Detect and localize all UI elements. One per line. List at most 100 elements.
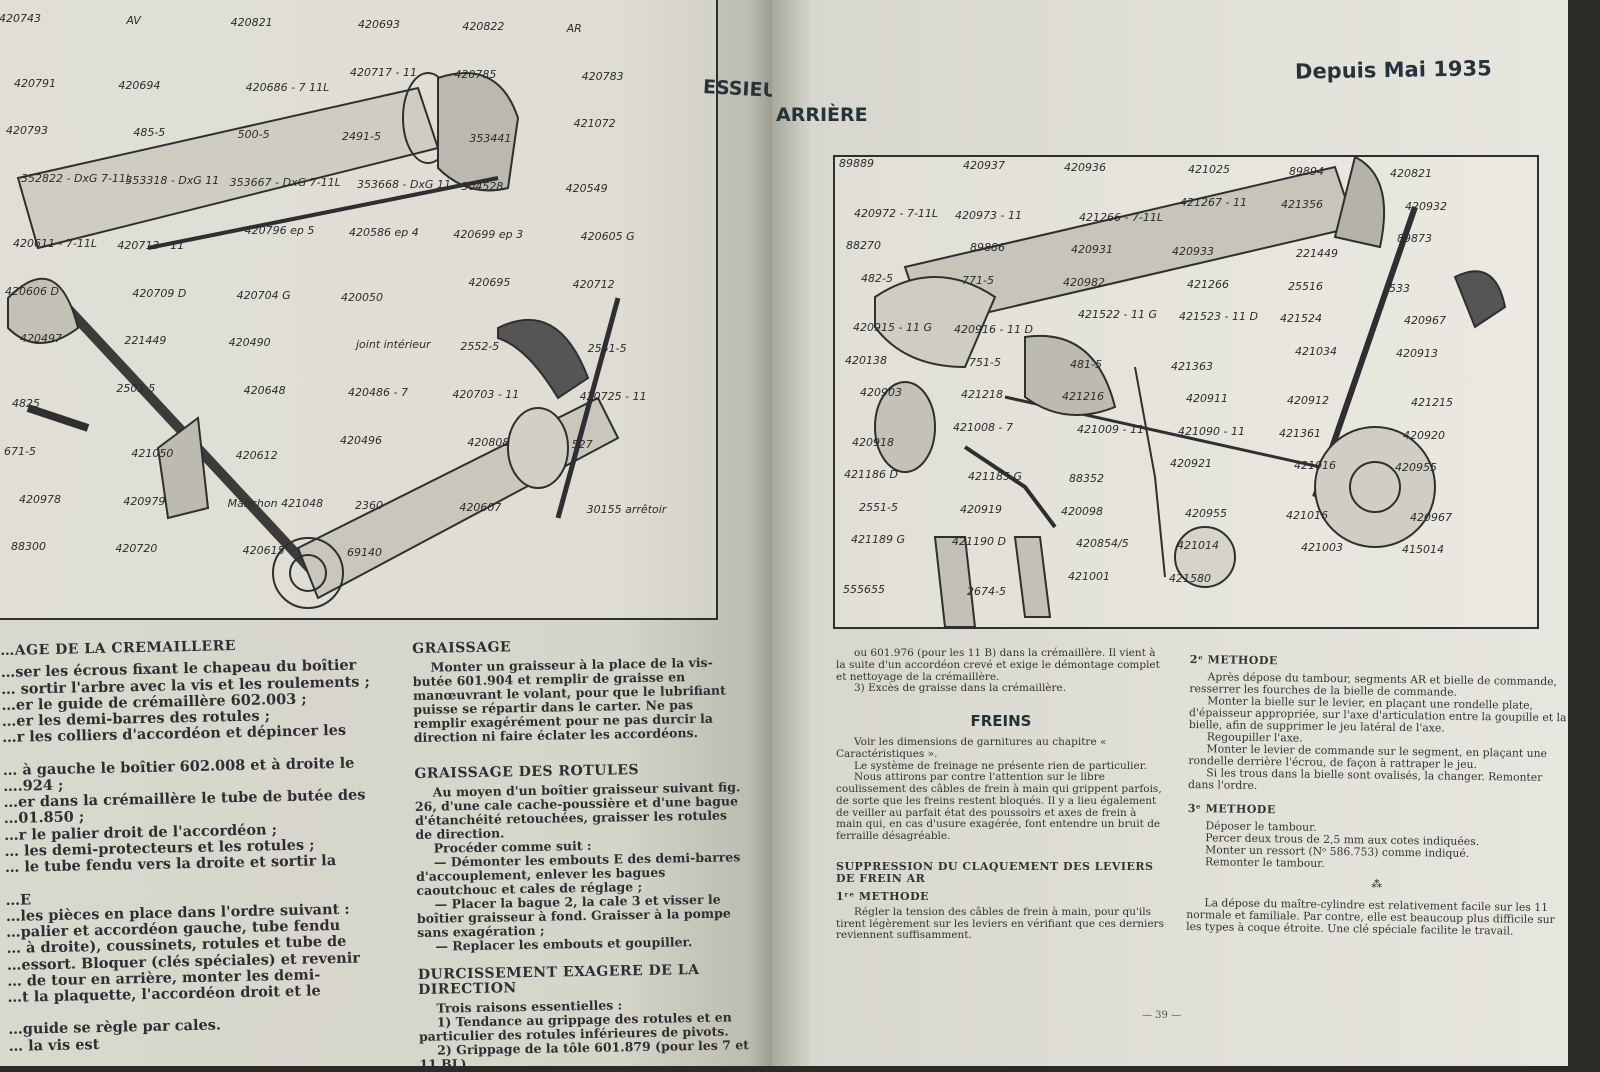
part-number-label: 500-5 [237,128,270,142]
part-number-label: 421189 G [851,533,906,546]
paragraph: Nous attirons par contre l'attention sur… [836,771,1162,842]
part-number-label: 420720 [115,542,158,556]
graissage-rotules-heading: GRAISSAGE DES ROTULES [414,762,640,782]
part-number-label: 527 [571,437,593,451]
part-number-label: 421267 - 11 [1180,195,1247,209]
paragraph: Si les trous dans la bielle sont ovalisé… [1187,766,1543,793]
part-number-label: 751-5 [969,355,1001,369]
paragraph: Régler la tension des câbles de frein à … [836,905,1164,942]
part-number-label: 221449 [124,334,167,348]
part-number-label: 420973 - 11 [955,208,1022,222]
part-number-label: 420783 [581,69,624,83]
part-number-label: 89873 [1397,232,1432,245]
part-number-label: 420955 [1185,506,1227,520]
front-axle-exploded-diagram [0,0,718,620]
durcissement-heading: DURCISSEMENT EXAGERE DE LA DIRECTION [417,962,700,998]
paragraph: — Placer la bague 2, la cale 3 et visser… [416,891,731,940]
part-number-label: 88300 [11,540,46,554]
part-number-label: 420931 [1071,243,1113,256]
cremaillere-column: …AGE DE LA CREMAILLERE …ser les écrous f… [0,628,381,1055]
part-number-label: 420605 G [580,229,635,243]
part-number-label: 420912 [1287,394,1329,407]
part-number-label: 420615 [242,544,285,558]
part-number-label: 482-5 [861,271,893,285]
paragraph: 2) Grippage de la tôle 601.879 (pour les… [419,1037,750,1072]
part-number-label: 88270 [846,239,881,252]
part-number-label: 420854/5 [1076,537,1129,550]
part-number-label: 421216 [1062,390,1104,403]
part-number-label: 421016 [1286,508,1328,522]
part-number-label: 420607 [459,500,502,514]
part-number-label: joint intérieur [356,338,431,352]
part-number-label: 485-5 [133,126,166,140]
part-number-label: 421001 [1068,569,1110,583]
part-number-label: 421034 [1295,344,1337,358]
part-number-label: 420612 [235,448,278,462]
right-page: ARRIÈRE Depuis Mai 1935 — 39 — [772,0,1568,1066]
methode-3-heading: 3ᵉ METHODE [1187,802,1276,817]
section-title-essieu: ESSIEU [702,76,779,102]
part-number-label: 415014 [1402,543,1444,556]
right-column-1: ou 601.976 (pour les 11 B) dans la créma… [836,647,1166,942]
part-number-label: 420138 [845,353,887,367]
part-number-label: 420709 D [132,286,187,300]
part-number-label: 420694 [118,78,161,92]
graissage-column: GRAISSAGE Monter un graisseur à la place… [412,630,750,1072]
part-number-label: 420686 - 7 11L [245,80,330,94]
part-number-label: 533 [1389,281,1410,295]
part-number-label: 420920 [1403,428,1445,442]
part-number-label: 69140 [347,546,382,560]
part-number-label: 421266 [1187,277,1229,291]
paragraph: La dépose du maître-cylindre est relativ… [1186,896,1555,938]
part-number-label: 353667 - DxG 7-11L [229,176,341,190]
right-column-2: 2ᵉ METHODE Après dépose du tambour, segm… [1186,648,1570,938]
part-number-label: 555655 [843,582,885,596]
part-number-label: 420725 - 11 [579,390,647,404]
part-number-label: 420821 [1390,167,1432,180]
part-number-label: 421356 [1281,197,1323,211]
page-number: — 39 — [1142,1010,1182,1021]
part-number-label: 420919 [960,502,1002,516]
rear-axle-drawing [874,157,1507,628]
paragraph: — Démonter les embouts E des demi-barres… [416,849,741,898]
front-axle-drawing [7,72,621,609]
part-number-label: 88352 [1069,472,1104,485]
part-number-label: 420693 [358,18,400,31]
part-number-label: 420785 [454,67,497,81]
part-number-label: 420717 - 11 [350,65,417,79]
part-number-label: 421016 [1294,459,1336,472]
part-number-label: 421072 [573,117,616,131]
part-number-label: 420936 [1064,161,1106,174]
part-number-label: 420822 [462,20,505,33]
part-number-label: 421003 [1301,541,1343,554]
part-number-label: 481-5 [1070,357,1102,371]
part-number-label: 420972 - 7-11L [854,206,939,220]
part-number-label: 353318 - DxG 11 [125,174,220,188]
part-number-label: 421186 D [844,468,898,481]
part-number-label: 421361 [1279,426,1321,440]
part-number-label: 421522 - 11 G [1078,308,1157,321]
graissage-text: Monter un graisseur à la place de la vis… [412,654,726,745]
paragraph: Voir les dimensions de garnitures au cha… [836,736,1107,760]
methode-2-heading: 2ᵉ METHODE [1189,652,1278,668]
part-number-label: 421266 - 7-11L [1079,210,1164,224]
part-number-label: 2551-5 [587,342,627,356]
cremaillere-text: …ser les écrous fixant le chapeau du boî… [1,657,381,1055]
part-number-label: 771-5 [962,273,994,287]
part-number-label: 420796 ep 5 [244,223,315,237]
part-number-label: 353668 - DxG 11 [357,178,451,192]
part-number-label: 420921 [1170,457,1212,470]
part-number-label: 421185 G [968,470,1023,483]
part-number-label: 221449 [1296,247,1338,260]
paragraph: Au moyen d'un boîtier graisseur suivant … [414,779,741,842]
part-number-label: 420695 [468,275,511,289]
part-number-label: 420979 [123,494,166,508]
part-number-label: 420793 [6,124,48,138]
paragraph: ou 601.976 (pour les 11 B) dans la créma… [836,647,1160,683]
part-number-label: 421008 - 7 [953,420,1013,434]
part-number-label: 2674-5 [967,584,1006,598]
paragraph: Le système de freinage ne présente rien … [854,759,1147,772]
section-title-arriere: ARRIÈRE [776,104,868,126]
part-number-label: 420915 - 11 G [853,321,932,334]
suppression-heading: SUPPRESSION DU CLAQUEMENT DES LEVIERS DE… [836,859,1154,885]
